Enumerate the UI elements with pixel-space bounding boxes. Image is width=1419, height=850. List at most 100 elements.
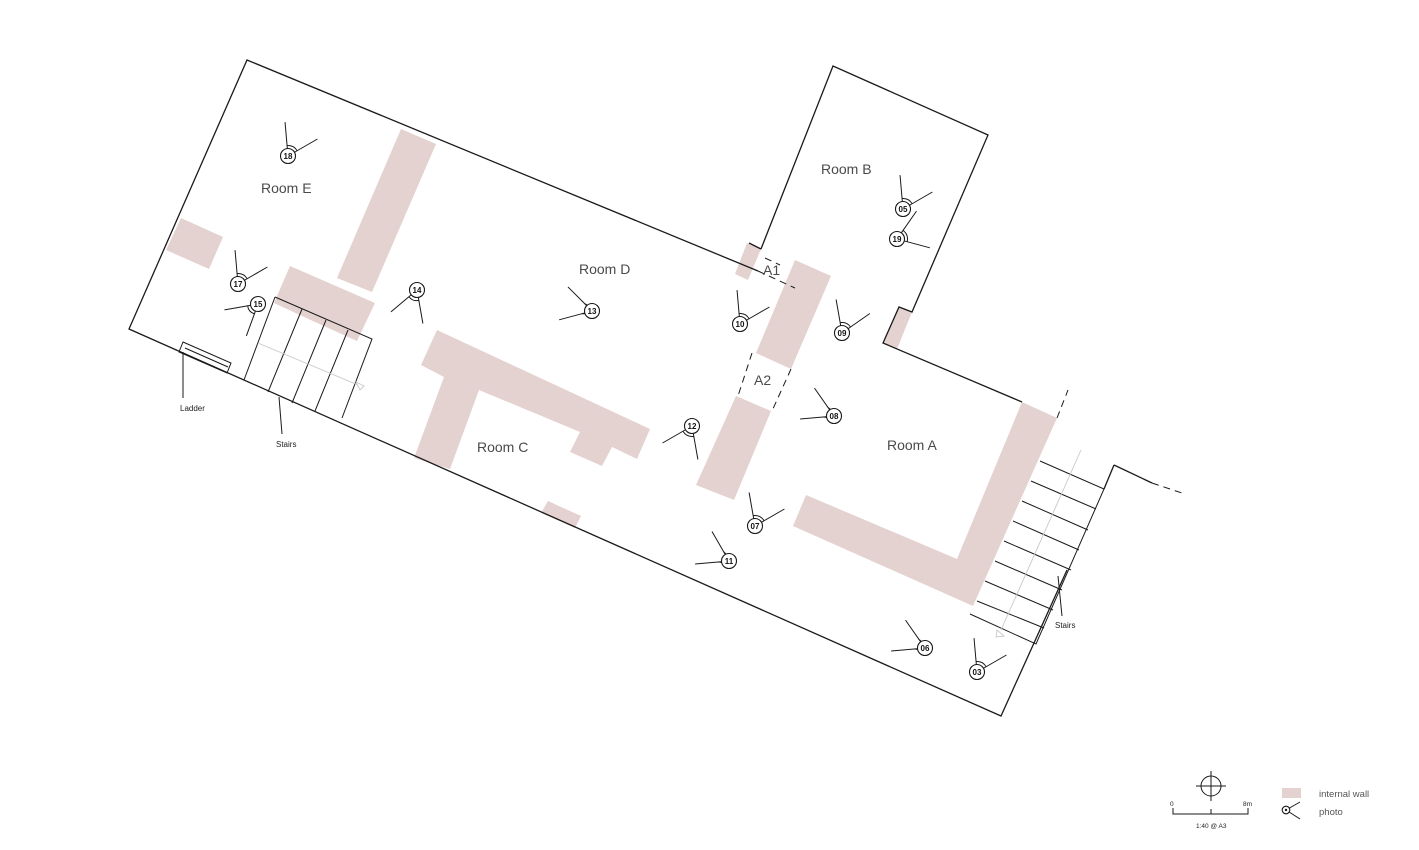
photo-view-arc [237, 272, 248, 280]
photo-marker: 11 [695, 531, 738, 570]
opening-a2-label: A2 [754, 372, 771, 388]
photo-marker-ring [408, 281, 426, 299]
photo-marker: 12 [662, 417, 701, 460]
photo-view-ray [900, 210, 917, 234]
photo-marker-ring [249, 295, 267, 313]
photo-view-arc [287, 144, 298, 152]
photo-view-ray [760, 508, 785, 524]
stairs-left-label: Stairs [276, 440, 296, 449]
photo-view-ray [293, 138, 318, 154]
photo-marker: 05 [894, 175, 933, 218]
photo-marker-ring [229, 275, 247, 293]
internal-wall [274, 266, 375, 341]
photo-view-ray [905, 619, 922, 643]
photo-view-ray [800, 416, 828, 420]
photo-marker-ring [825, 407, 843, 425]
photo-number: 06 [921, 644, 930, 653]
room-e-label: Room E [261, 180, 312, 196]
photo-view-ray [243, 266, 268, 282]
photo-number: 09 [838, 329, 847, 338]
scale-end: 8m [1243, 801, 1252, 808]
photo-view-ray [284, 122, 288, 150]
photo-view-ray [417, 296, 424, 324]
photo-view-ray [982, 654, 1007, 670]
photo-marker-ring [583, 302, 601, 320]
photo-number: 18 [284, 152, 293, 161]
photo-view-arc [739, 312, 750, 320]
photo-number: 19 [893, 235, 902, 244]
photo-view-ray [748, 492, 755, 520]
photo-marker-ring [720, 552, 738, 570]
photo-marker: 06 [891, 619, 934, 657]
internal-wall [883, 307, 912, 349]
internal-wall [166, 218, 223, 269]
photo-marker: 15 [224, 295, 267, 337]
photo-view-ray [695, 561, 723, 565]
photo-number: 07 [751, 522, 760, 531]
photo-marker-ring [894, 200, 912, 218]
photo-view-ray [814, 387, 831, 411]
photo-number: 12 [688, 422, 697, 431]
photo-view-ray [891, 648, 919, 652]
photo-view-ray [245, 309, 257, 337]
scale-start: 0 [1170, 801, 1174, 808]
north-arrow [1196, 771, 1226, 801]
photo-marker: 08 [800, 387, 843, 425]
photo-view-ray [736, 290, 740, 318]
photo-number: 05 [899, 205, 908, 214]
photo-marker-ring [746, 517, 764, 535]
photo-view-arc [902, 230, 908, 242]
internal-walls [166, 129, 1057, 606]
photo-view-arc [902, 197, 913, 205]
legend-internal-wall: internal wall [1319, 789, 1369, 800]
room-labels: Room E Room D Room B Room C Room A A1 A2 [261, 161, 937, 455]
photo-number: 08 [830, 412, 839, 421]
internal-wall [541, 501, 581, 528]
photo-view-ray [559, 312, 586, 321]
photo-view-arc [976, 660, 987, 668]
stairs-right [969, 449, 1105, 645]
photo-marker: 13 [559, 286, 601, 321]
photo-view-ray [692, 432, 699, 460]
legend-photo-icon [1281, 801, 1301, 820]
ladder-label: Ladder [180, 404, 205, 413]
photo-view-ray [835, 299, 842, 327]
photo-marker: 07 [746, 492, 785, 535]
photo-view-ray [903, 240, 930, 249]
internal-wall [793, 402, 1057, 606]
opening-a1-label: A1 [763, 262, 780, 278]
photo-number: 10 [736, 320, 745, 329]
legend-photo: photo [1319, 807, 1343, 818]
photo-view-ray [234, 250, 238, 278]
photo-marker: 18 [279, 122, 318, 165]
internal-wall [414, 330, 650, 469]
photo-view-arc [682, 430, 694, 437]
photo-number: 17 [234, 280, 243, 289]
photo-marker: 03 [968, 638, 1007, 681]
photo-marker-ring [833, 324, 851, 342]
scale-ratio: 1:40 @ A3 [1196, 823, 1227, 830]
scale-bar: 0 8m 1:40 @ A3 [1170, 801, 1252, 830]
photo-marker: 09 [833, 299, 871, 342]
photo-view-ray [973, 638, 977, 666]
room-a-label: Room A [887, 437, 937, 453]
photo-markers: 18 17 15 14 13 10 09 05 19 12 08 07 11 06 03 [224, 122, 1007, 681]
photo-marker: 17 [229, 250, 268, 293]
ladder [178, 341, 232, 398]
photo-view-ray [711, 531, 727, 556]
internal-wall [756, 260, 831, 369]
room-c-label: Room C [477, 439, 528, 455]
photo-view-ray [662, 428, 687, 444]
photo-number: 14 [413, 286, 422, 295]
photo-view-ray [847, 313, 871, 330]
photo-marker-ring [731, 315, 749, 333]
internal-wall [696, 396, 771, 500]
photo-number: 03 [973, 668, 982, 677]
photo-view-ray [567, 286, 588, 307]
photo-number: 11 [725, 557, 734, 566]
photo-view-ray [745, 306, 770, 322]
internal-wall [337, 129, 436, 292]
outer-walls [128, 59, 1183, 717]
legend-wall-swatch [1282, 788, 1301, 798]
